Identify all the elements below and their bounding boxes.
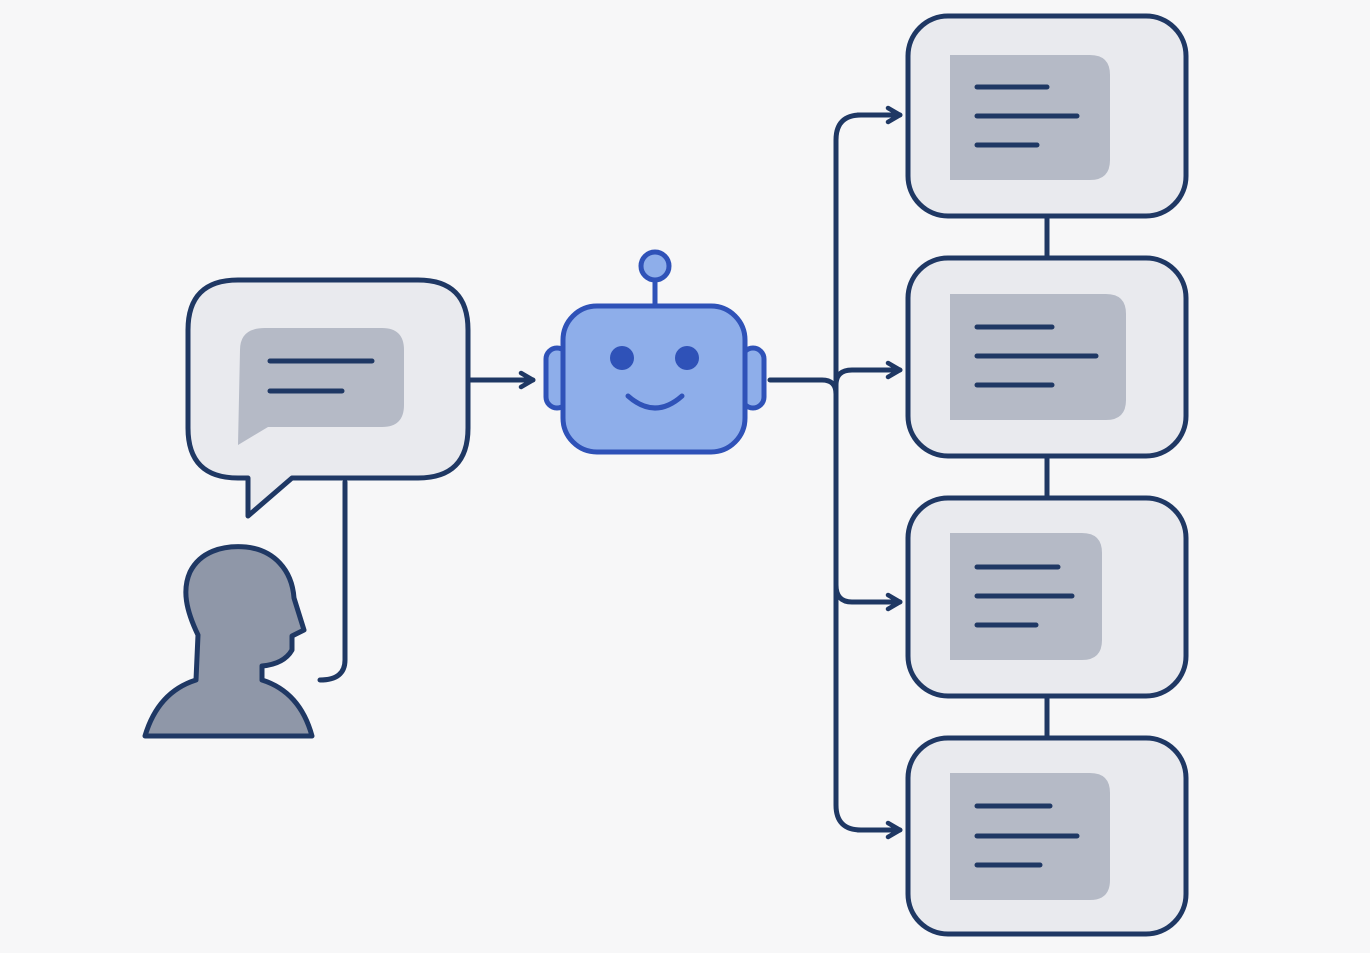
robot-smile <box>625 393 685 411</box>
robot-antenna-tip <box>638 249 672 283</box>
connector-bus <box>833 112 864 833</box>
connector-assistant-trunk <box>767 377 839 397</box>
output-cards <box>905 13 1189 937</box>
connector-user-to-prompt <box>317 479 348 683</box>
speech-bubble-icon <box>185 277 471 519</box>
output-card-4 <box>905 735 1189 937</box>
arrow-assistant-to-output-2 <box>833 360 903 388</box>
robot-head <box>560 303 748 455</box>
output-card-2 <box>905 255 1189 459</box>
robot-left-eye <box>610 346 634 370</box>
output-card-1 <box>905 13 1189 219</box>
person-silhouette-icon <box>142 544 315 739</box>
speech-bubble-content <box>238 328 404 445</box>
robot-right-eye <box>675 346 699 370</box>
robot-icon <box>543 249 767 455</box>
connectors <box>317 105 1050 840</box>
arrow-assistant-to-output-3 <box>833 582 903 612</box>
output-card-3 <box>905 495 1189 699</box>
